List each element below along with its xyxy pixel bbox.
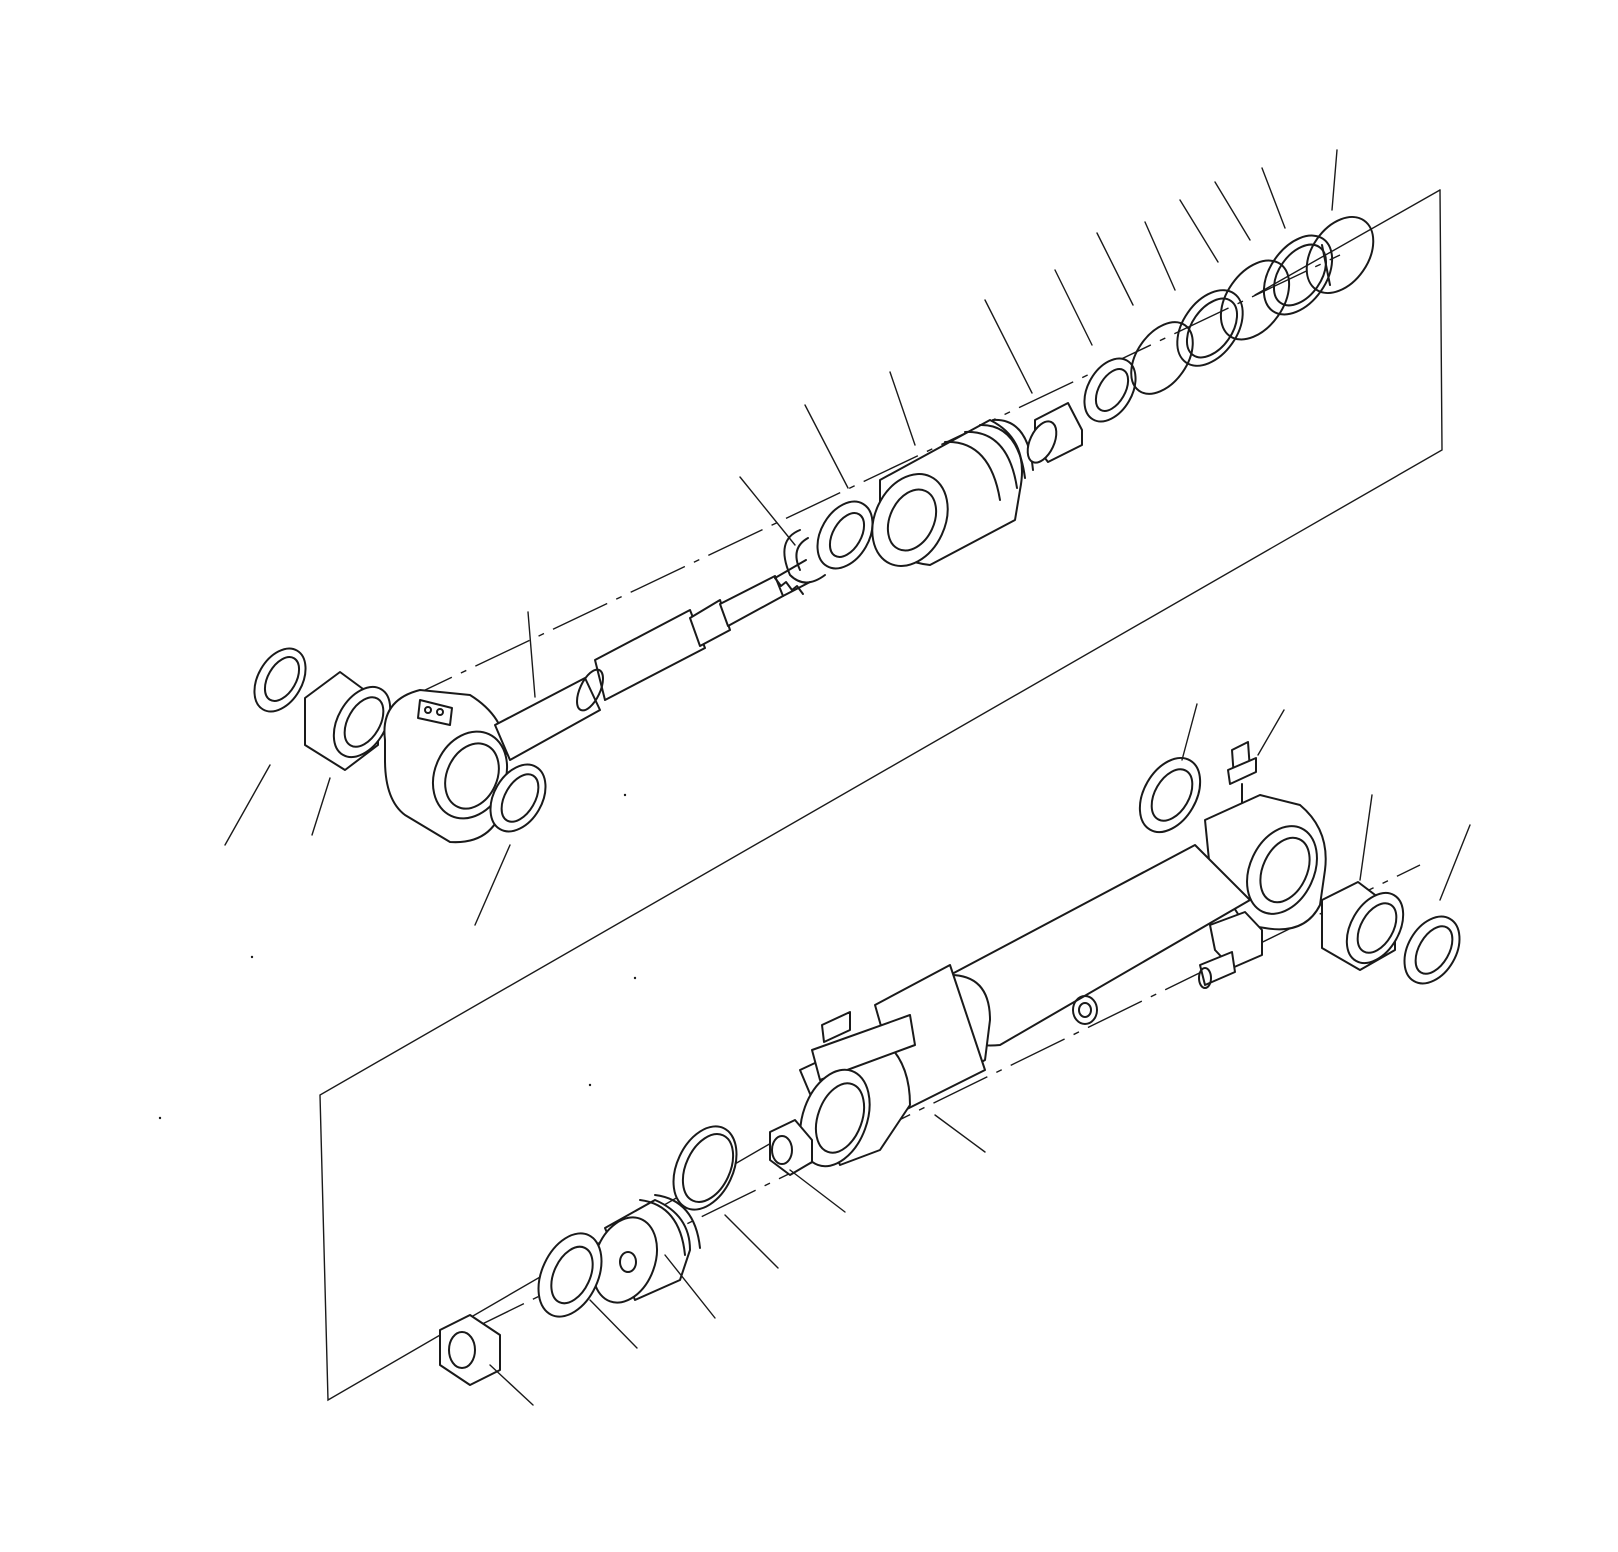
rod-eye-housing [383, 689, 508, 844]
grease-fitting [1227, 741, 1257, 811]
rod-eye-seal-ring-right [489, 763, 547, 833]
piston-rod [494, 559, 811, 761]
cylinder-head-gland [871, 418, 1034, 567]
head-seal [1083, 357, 1137, 423]
head-bushing [1026, 402, 1083, 464]
piston [592, 1194, 701, 1304]
rod-wiper-seal [816, 500, 874, 570]
piston-wear-ring [672, 1125, 738, 1211]
barrel-eye-seal-ring-top [1138, 757, 1202, 833]
lock-nut [439, 1314, 501, 1386]
barrel-eye-bushing [1321, 881, 1405, 971]
rod-eye-seal-ring-left [253, 647, 307, 713]
piston-seal-ring [537, 1232, 603, 1318]
port-fitting [1198, 911, 1263, 989]
barrel-cap [799, 1011, 916, 1168]
barrel-eye-seal-ring-right [1403, 915, 1461, 985]
o-ring-1 [1130, 321, 1194, 395]
piston-insert-nut [769, 1119, 813, 1176]
split-ring-2 [1305, 216, 1375, 294]
split-ring-1 [1219, 259, 1291, 341]
stray-marks [158, 793, 637, 1120]
backup-ring-1 [1176, 289, 1244, 367]
cylinder-barrel [874, 844, 1251, 1111]
center-axis-upper [319, 254, 1341, 741]
rod-eye-bushing-left [304, 671, 392, 771]
leader-lines [224, 149, 1471, 1406]
